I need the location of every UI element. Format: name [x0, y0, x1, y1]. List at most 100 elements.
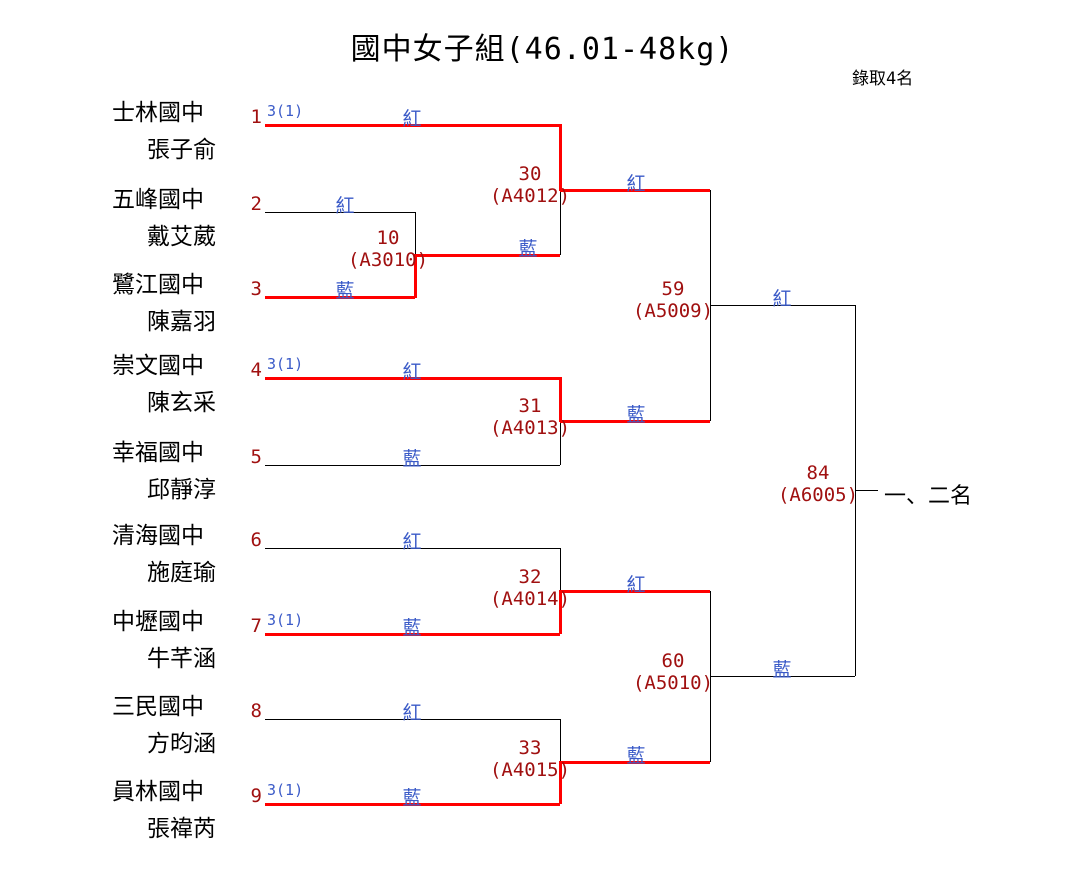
match30-bracket-top-winner: [559, 124, 562, 191]
seed-number: 8: [250, 700, 262, 722]
corner-label-blue: 藍: [518, 239, 538, 260]
competitor-school: 士林國中: [112, 100, 204, 125]
match-label-10: 10 (A3010): [330, 227, 446, 271]
match-label-31: 31 (A4013): [472, 395, 588, 439]
corner-label-red: 紅: [402, 362, 422, 383]
corner-label-red: 紅: [772, 289, 792, 310]
match60-advance-line: [710, 676, 855, 677]
match84-advance-line: [855, 490, 878, 491]
match-number: 31: [518, 395, 542, 417]
match-number: 32: [518, 566, 542, 588]
competitor-school: 中壢國中: [112, 609, 204, 634]
match59-advance-line: [710, 305, 855, 306]
final-rank-label: 一、二名: [884, 483, 973, 508]
competitor-school: 員林國中: [112, 779, 204, 804]
match33-advance-line-winner: [560, 761, 710, 764]
match33-bracket-top: [560, 719, 561, 762]
seed-number: 5: [250, 446, 262, 468]
seed-number: 1: [250, 106, 262, 128]
competitor-name: 牛芊涵: [147, 646, 216, 671]
match30-bracket-bottom: [560, 190, 561, 255]
match-number: 30: [518, 163, 542, 185]
match32-bracket-top: [560, 548, 561, 591]
seed-note: 3(1): [267, 355, 304, 373]
corner-label-red: 紅: [402, 532, 422, 553]
seed-note: 3(1): [267, 611, 304, 629]
corner-label-red: 紅: [402, 703, 422, 724]
corner-label-red: 紅: [402, 109, 422, 130]
match-number: 84: [806, 462, 830, 484]
competitor-name: 施庭瑜: [147, 560, 216, 585]
competitor-name: 方昀涵: [147, 731, 216, 756]
entry-line-4-winner: [265, 377, 560, 380]
corner-label-blue: 藍: [335, 281, 355, 302]
corner-label-blue: 藍: [402, 449, 422, 470]
competitor-school: 三民國中: [112, 694, 204, 719]
seed-number: 3: [250, 278, 262, 300]
competitor-school: 崇文國中: [112, 353, 204, 378]
competitor-name: 陳玄采: [147, 390, 216, 415]
match-label-84: 84 (A6005): [760, 462, 876, 506]
seed-number: 6: [250, 529, 262, 551]
seed-number: 7: [250, 615, 262, 637]
entry-line-9-winner: [265, 803, 560, 806]
corner-label-blue: 藍: [626, 405, 646, 426]
match-code: (A6005): [777, 484, 859, 506]
match-label-59: 59 (A5009): [615, 278, 731, 322]
entry-line-2: [265, 212, 415, 213]
match31-advance-line-winner: [560, 420, 710, 423]
match-label-30: 30 (A4012): [472, 163, 588, 207]
corner-label-red: 紅: [626, 174, 646, 195]
match-code: (A5010): [632, 672, 714, 694]
match-code: (A4013): [489, 417, 571, 439]
match31-bracket-bottom: [560, 421, 561, 465]
entry-line-5: [265, 465, 560, 466]
corner-label-blue: 藍: [772, 660, 792, 681]
match10-advance-line-winner: [415, 254, 560, 257]
competitor-school: 鷺江國中: [112, 272, 204, 297]
match32-bracket-bottom-winner: [559, 590, 562, 634]
match-label-32: 32 (A4014): [472, 566, 588, 610]
match10-bracket-bottom-winner: [414, 254, 417, 298]
competitor-name: 戴艾葳: [147, 224, 216, 249]
seed-note: 3(1): [267, 102, 304, 120]
match-label-33: 33 (A4015): [472, 737, 588, 781]
match-number: 10: [376, 227, 400, 249]
match-code: (A5009): [632, 300, 714, 322]
entry-line-3-winner: [265, 296, 415, 299]
corner-label-blue: 藍: [402, 618, 422, 639]
match32-advance-line-winner: [560, 590, 710, 593]
competitor-school: 五峰國中: [112, 187, 204, 212]
corner-label-red: 紅: [335, 196, 355, 217]
match-code: (A3010): [347, 249, 429, 271]
match-number: 60: [661, 650, 685, 672]
match31-bracket-top-winner: [559, 377, 562, 422]
competitor-name: 張子俞: [147, 137, 216, 162]
match33-bracket-bottom-winner: [559, 761, 562, 804]
match-label-60: 60 (A5010): [615, 650, 731, 694]
match-code: (A4014): [489, 588, 571, 610]
competitor-name: 張禕芮: [147, 816, 216, 841]
corner-label-blue: 藍: [626, 746, 646, 767]
entry-line-1-winner: [265, 124, 560, 127]
entry-line-6: [265, 548, 560, 549]
entry-line-7-winner: [265, 633, 560, 636]
competitor-name: 邱靜淳: [147, 477, 216, 502]
seed-note: 3(1): [267, 781, 304, 799]
seed-number: 4: [250, 359, 262, 381]
corner-label-red: 紅: [626, 575, 646, 596]
match-number: 59: [661, 278, 685, 300]
qualify-note: 錄取4名: [852, 69, 914, 89]
entry-line-8: [265, 719, 560, 720]
match-number: 33: [518, 737, 542, 759]
page-title: 國中女子組(46.01-48kg): [350, 32, 735, 67]
competitor-school: 幸福國中: [112, 440, 204, 465]
match30-advance-line-winner: [560, 189, 710, 192]
competitor-name: 陳嘉羽: [147, 309, 216, 334]
seed-number: 2: [250, 193, 262, 215]
competitor-school: 清海國中: [112, 523, 204, 548]
match-code: (A4012): [489, 185, 571, 207]
seed-number: 9: [250, 785, 262, 807]
match-code: (A4015): [489, 759, 571, 781]
